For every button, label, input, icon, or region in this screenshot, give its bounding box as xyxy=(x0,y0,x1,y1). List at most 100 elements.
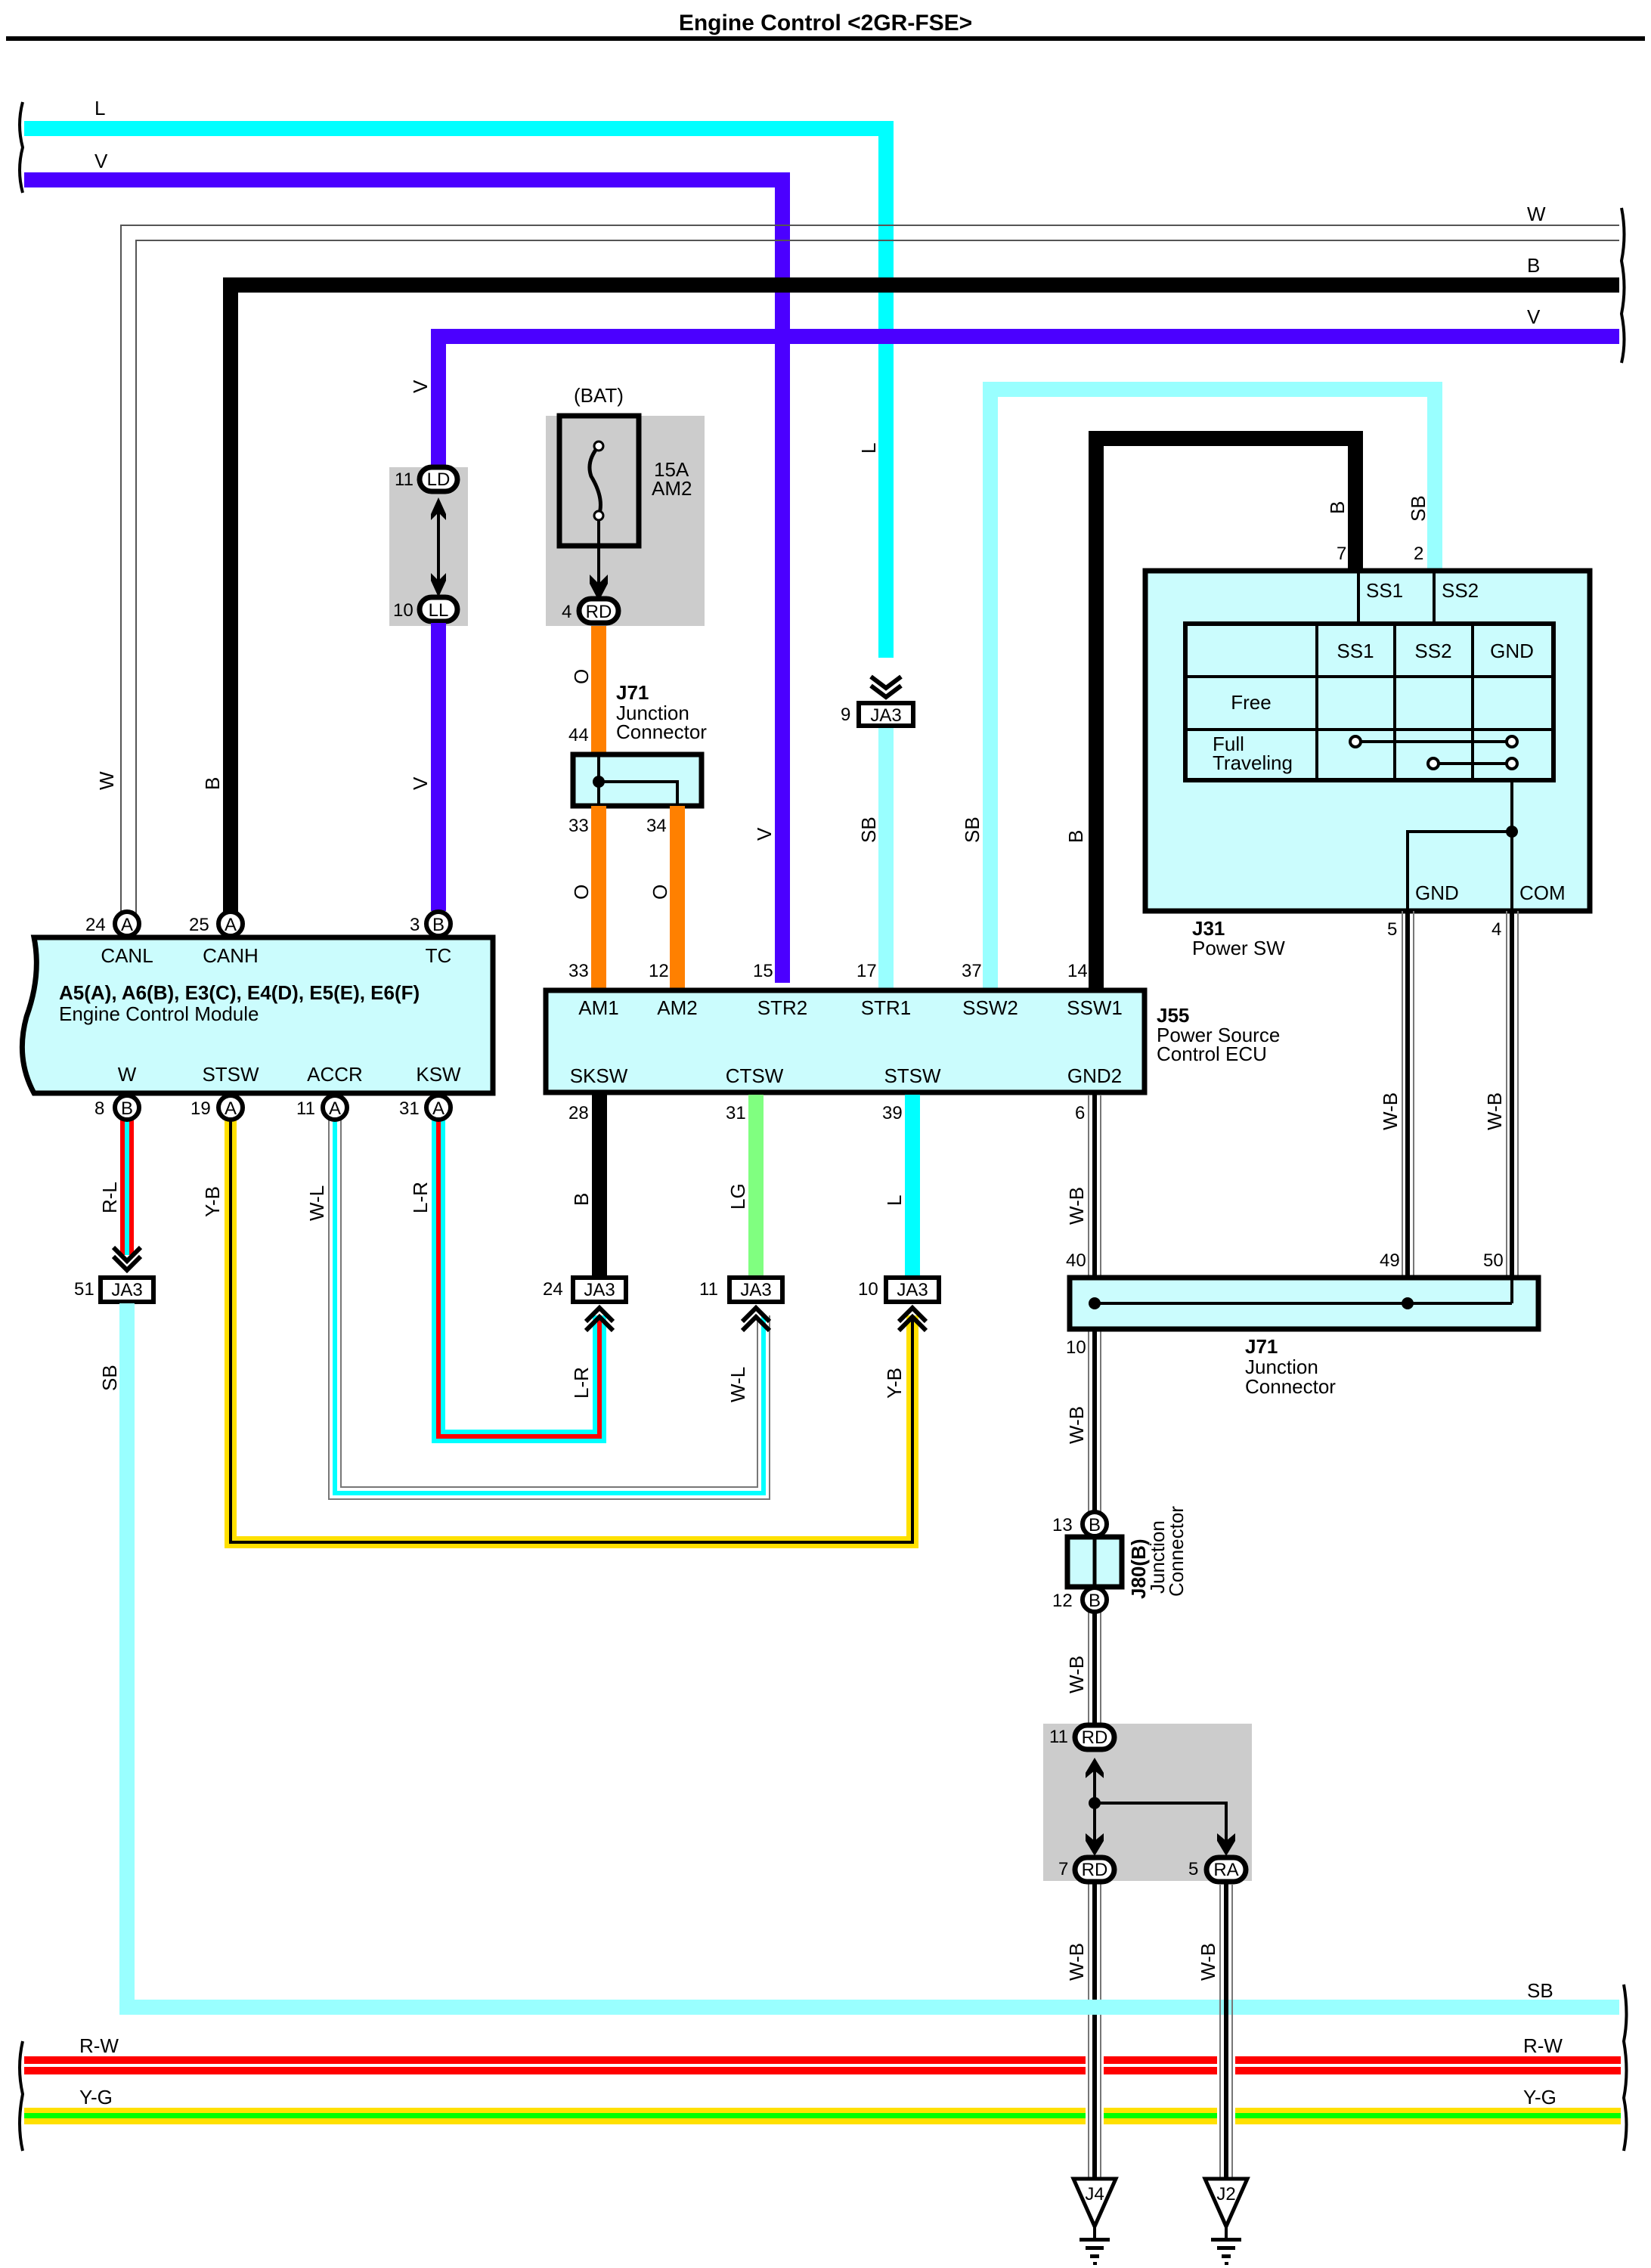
wire-WB-gnd2 xyxy=(1088,1095,1101,2177)
ecm-pin-canl[interactable]: 24 A xyxy=(85,909,141,938)
ecm-pin-stsw[interactable]: 19 A xyxy=(190,1093,245,1122)
pin-number: 33 xyxy=(568,816,589,836)
j31-switch-table: SS1 SS2 GND Free Full Traveling xyxy=(1183,621,1556,782)
connector-code: LD xyxy=(427,469,451,490)
wire-label: LG xyxy=(726,1183,749,1210)
j55-name: Control ECU xyxy=(1157,1043,1267,1065)
wire-label: L xyxy=(883,1195,906,1206)
wire-label: B xyxy=(1326,501,1349,514)
wire-label: V xyxy=(753,827,776,841)
connector-RD-7[interactable]: 7 RD xyxy=(1058,1854,1117,1885)
pin-number: 7 xyxy=(1058,1859,1068,1879)
ecm-pin-accr[interactable]: 11 A xyxy=(296,1093,349,1122)
pin-number: 9 xyxy=(841,705,850,725)
fuse-source: (BAT) xyxy=(574,384,624,407)
j55-pin-label: CTSW xyxy=(726,1064,784,1087)
wire-W-inner xyxy=(135,240,1619,924)
ecm-code: A5(A), A6(B), E3(C), E4(D), E5(E), E6(F) xyxy=(59,981,420,1004)
wire-label: SB xyxy=(98,1365,121,1391)
ecm-pin-label: CANH xyxy=(203,944,259,967)
ecm-pin-ksw[interactable]: 31 A xyxy=(399,1093,453,1122)
wire-label: O xyxy=(570,885,593,900)
j55-pin-label: STR1 xyxy=(861,996,911,1019)
connector-RD-11[interactable]: 11 RD xyxy=(1049,1722,1117,1752)
wire-label: Y-G xyxy=(79,2086,113,2108)
wire-B-canh xyxy=(223,277,1619,924)
connector-LL[interactable]: 10 LL xyxy=(393,594,460,624)
wire-label: R-L xyxy=(98,1182,121,1213)
pin-number: 44 xyxy=(568,725,589,745)
arrow-down-icon xyxy=(1217,1833,1235,1856)
wire-L-top xyxy=(24,121,894,658)
wire-label: SB xyxy=(857,816,880,843)
connector-code: B xyxy=(432,915,444,935)
page-title: Engine Control <2GR-FSE> xyxy=(679,11,972,36)
wire-V-tc xyxy=(431,329,1619,469)
j31-pin-label: SS2 xyxy=(1442,579,1479,602)
ground-J2: J2 xyxy=(1202,2177,1250,2265)
connector-J80-13[interactable]: 13 B xyxy=(1052,1510,1109,1538)
wire-label: Y-B xyxy=(883,1368,906,1399)
connector-code: A xyxy=(329,1098,341,1119)
connector-JA3-51[interactable]: 51 JA3 xyxy=(74,1275,156,1304)
wire-label: W-B xyxy=(1065,1187,1088,1225)
j80-name: Junction xyxy=(1146,1520,1169,1594)
j71-lower-name: Connector xyxy=(1245,1375,1336,1398)
brace-top-left xyxy=(18,101,25,194)
pin-number: 3 xyxy=(410,915,420,935)
wire-label: L xyxy=(857,443,880,454)
pin-number: 10 xyxy=(858,1279,878,1300)
ecm-pin-w[interactable]: 8 B xyxy=(94,1093,141,1122)
ecm-pin-label: STSW xyxy=(202,1063,259,1086)
wire-label: R-W xyxy=(1523,2034,1563,2057)
ecm-pin-tc[interactable]: 3 B xyxy=(410,909,453,938)
j31-pin-label: COM xyxy=(1519,881,1566,904)
connector-RD-4[interactable]: 4 RD xyxy=(562,596,621,626)
j55-name: Power Source xyxy=(1157,1024,1280,1046)
table-header: GND xyxy=(1490,640,1534,662)
pin-number: 4 xyxy=(562,602,572,622)
fuse-rating: 15A xyxy=(654,458,689,481)
ground-code: J4 xyxy=(1085,2184,1104,2204)
ecm-pin-label: ACCR xyxy=(307,1063,363,1086)
connector-code: JA3 xyxy=(584,1280,615,1300)
table-row-label: Free xyxy=(1231,691,1271,714)
wire-label: B xyxy=(1527,254,1540,277)
j31-code: J31 xyxy=(1192,917,1225,940)
connector-JA3-11[interactable]: 11 JA3 xyxy=(699,1275,785,1304)
connector-RA-5[interactable]: 5 RA xyxy=(1188,1854,1249,1885)
ecm-pin-canh[interactable]: 25 A xyxy=(189,909,245,938)
fuse-icon xyxy=(587,445,602,516)
wire-label: W-B xyxy=(1379,1092,1402,1130)
ecm-box xyxy=(19,934,496,1096)
pin-number: 34 xyxy=(646,816,667,836)
brace-bottom-right xyxy=(1622,1984,1628,2152)
j31-pin-label: GND xyxy=(1415,881,1459,904)
connector-code: B xyxy=(121,1098,133,1119)
wire-label: W-B xyxy=(1483,1092,1506,1130)
connector-code: LL xyxy=(429,600,449,621)
connector-code: JA3 xyxy=(740,1280,771,1300)
pin-number: 12 xyxy=(1052,1591,1073,1611)
wire-label: SB xyxy=(961,816,983,843)
connector-JA3-9[interactable]: 9 JA3 xyxy=(841,701,915,728)
connector-JA3-10[interactable]: 10 JA3 xyxy=(858,1275,941,1304)
ecm-pin-label: W xyxy=(118,1063,137,1086)
table-header: SS2 xyxy=(1414,640,1451,662)
wire-WB-gnd xyxy=(1402,911,1414,1278)
ecm-pin-label: TC xyxy=(426,944,452,967)
ecm-pin-label: CANL xyxy=(101,944,153,967)
wire-B-ssw1 xyxy=(1089,431,1363,990)
connector-LD[interactable]: 11 LD xyxy=(395,464,460,494)
wire-W-outer xyxy=(120,225,1619,924)
wire-label: W-B xyxy=(1065,1656,1088,1693)
table-header: SS1 xyxy=(1337,640,1374,662)
pin-number: 4 xyxy=(1491,919,1501,940)
wire-label: W-B xyxy=(1065,1943,1088,1981)
wire-SB-bottom xyxy=(119,1303,1619,2015)
connector-J80-12[interactable]: 12 B xyxy=(1052,1585,1109,1614)
j31-name: Power SW xyxy=(1192,937,1285,959)
connector-JA3-24[interactable]: 24 JA3 xyxy=(543,1275,628,1304)
j55-pin-label: AM2 xyxy=(657,996,697,1019)
pin-number: 6 xyxy=(1075,1103,1085,1123)
